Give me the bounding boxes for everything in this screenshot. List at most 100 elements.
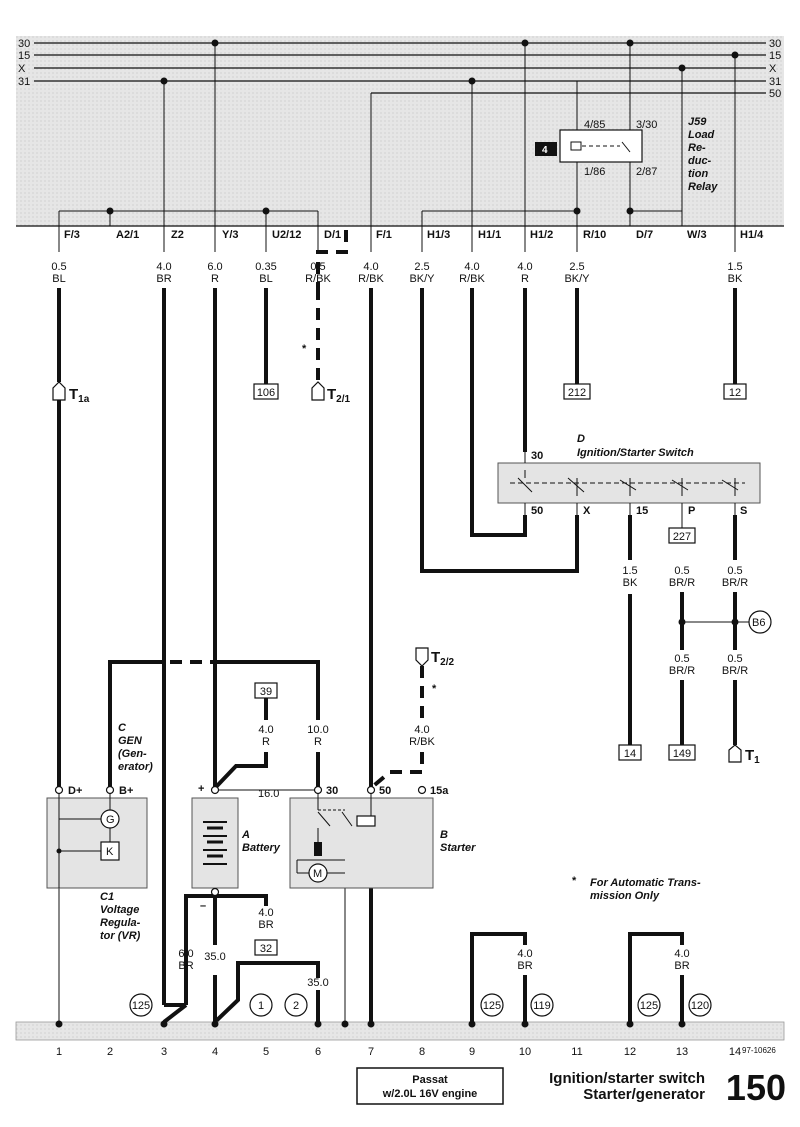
bus-label: X	[18, 63, 26, 75]
terminal-connectors: T1a T2/1 * T2/2 * T1	[52, 343, 760, 766]
switch-terminal: 50	[531, 505, 543, 517]
connector-label: W/3	[687, 229, 707, 241]
terminal-t1: T1	[745, 747, 760, 766]
wire-size: 4.0	[517, 948, 532, 960]
bus-labels-right: 30 15 X 31 50	[769, 38, 781, 100]
ground-circle-label: 125	[640, 1000, 658, 1012]
bus-label: 31	[769, 76, 781, 88]
mid-wire-labels: 4.0 R 10.0 R 4.0 R/BK 4.0 BR 6.0 BR 35.0…	[178, 724, 689, 989]
battery-label: A Battery	[241, 829, 281, 854]
wire-color: BR	[674, 960, 689, 972]
generator-label: C GEN (Gen- erator)	[118, 722, 153, 773]
model-engine: w/2.0L 16V engine	[382, 1088, 478, 1100]
column-number: 14	[729, 1046, 741, 1058]
regulator-k-symbol: K	[106, 846, 114, 858]
panel-junction-dots	[106, 39, 739, 215]
wire-size: 0.5	[51, 261, 66, 273]
battery: + – A Battery 16.0	[191, 783, 281, 912]
connector-labels: F/3 A2/1 Z2 Y/3 U2/12 D/1 F/1 H1/3 H1/1 …	[64, 229, 764, 241]
footer: Passat w/2.0L 16V engine Ignition/starte…	[356, 1067, 786, 1108]
wire-color: BL	[52, 273, 65, 285]
wire-color: R	[314, 736, 322, 748]
bus-label: 15	[769, 50, 781, 62]
wire-size: 6.0	[178, 948, 193, 960]
bus-label: 15	[18, 50, 30, 62]
bus-labels-left: 30 15 X 31	[18, 38, 30, 88]
column-number: 4	[212, 1046, 218, 1058]
wire-color: BR/R	[722, 665, 748, 677]
wire-color: R/BK	[409, 736, 435, 748]
wire-size: 1.5	[727, 261, 742, 273]
wire-color: BR/R	[669, 577, 695, 589]
connector-label: H1/3	[427, 229, 450, 241]
relay-pin: 4/85	[584, 119, 605, 131]
generator-pin: B+	[119, 785, 133, 797]
ground-circle-label: 119	[533, 1000, 551, 1012]
bus-label: X	[769, 63, 777, 75]
wire-color: BK/Y	[564, 273, 590, 285]
switch-label-id: D	[577, 433, 585, 445]
bus-label: 30	[769, 38, 781, 50]
connector-label: U2/12	[272, 229, 301, 241]
starter-label: B Starter	[440, 829, 476, 854]
connector-label: D/1	[324, 229, 341, 241]
wire-harness	[57, 230, 737, 1024]
starter-pin: 15a	[430, 785, 449, 797]
ref-box-label: 12	[729, 387, 741, 399]
wire-color: BR/R	[669, 665, 695, 677]
regulator-label: C1 Voltage Regula- tor (VR)	[100, 891, 143, 942]
column-number: 10	[519, 1046, 531, 1058]
ground-circle-label: 1	[258, 1000, 264, 1012]
column-number: 11	[571, 1046, 582, 1058]
connector-label: Z2	[171, 229, 184, 241]
connector-label: A2/1	[116, 229, 139, 241]
switch-terminal: X	[583, 505, 591, 517]
automatic-transmission-note: For Automatic Trans- mission Only	[590, 877, 704, 902]
column-number: 5	[263, 1046, 269, 1058]
starter-motor-symbol: M	[313, 868, 322, 880]
starter-pin: 30	[326, 785, 338, 797]
column-number: 3	[161, 1046, 167, 1058]
ref-box-label: 149	[673, 748, 691, 760]
wire-size: 0.5	[727, 653, 742, 665]
connector-label: F/3	[64, 229, 80, 241]
wire-size: 4.0	[517, 261, 532, 273]
relay-position-badge	[535, 142, 557, 156]
relay-position-number: 4	[542, 145, 548, 156]
connector-label: R/10	[583, 229, 606, 241]
bus-label: 30	[18, 38, 30, 50]
wire-size: 6.0	[207, 261, 222, 273]
wire-color: BR	[517, 960, 532, 972]
wire-size: 1.5	[622, 565, 637, 577]
terminal-t2-2: T2/2	[431, 649, 455, 668]
starter: 30 50 15a M B Starter	[289, 785, 476, 889]
wire-color: BR	[258, 919, 273, 931]
switch-terminal: 15	[636, 505, 648, 517]
column-numbers: 1 2 3 4 5 6 7 8 9 10 11 12 13 14	[56, 1046, 741, 1058]
ground-circle-label: 120	[691, 1000, 709, 1012]
ground-circle-label: 125	[483, 1000, 501, 1012]
wire-size: 0.5	[674, 653, 689, 665]
wire-h1-1	[470, 288, 527, 537]
wire-color: BR	[156, 273, 171, 285]
column-number: 8	[419, 1046, 425, 1058]
wire-size: 4.0	[156, 261, 171, 273]
generator-g-symbol: G	[106, 814, 115, 826]
column-number: 2	[107, 1046, 113, 1058]
wire-color: BK	[623, 577, 638, 589]
column-number: 7	[368, 1046, 374, 1058]
ground-circle-label: 2	[293, 1000, 299, 1012]
wire-size: 0.5	[727, 565, 742, 577]
wire-size: 0.5	[674, 565, 689, 577]
page-number: 150	[726, 1067, 786, 1108]
wire-h1-3	[420, 288, 579, 573]
switch-terminal: 30	[531, 450, 543, 462]
ground-bus-bar	[15, 1021, 785, 1041]
switch-terminal: S	[740, 505, 747, 517]
relay-pin: 1/86	[584, 166, 605, 178]
column-number: 1	[56, 1046, 62, 1058]
generator: C GEN (Gen- erator) D+ B+ G K C1 Voltage…	[46, 722, 153, 942]
column-number: 12	[624, 1046, 636, 1058]
relay-pin: 2/87	[636, 166, 657, 178]
